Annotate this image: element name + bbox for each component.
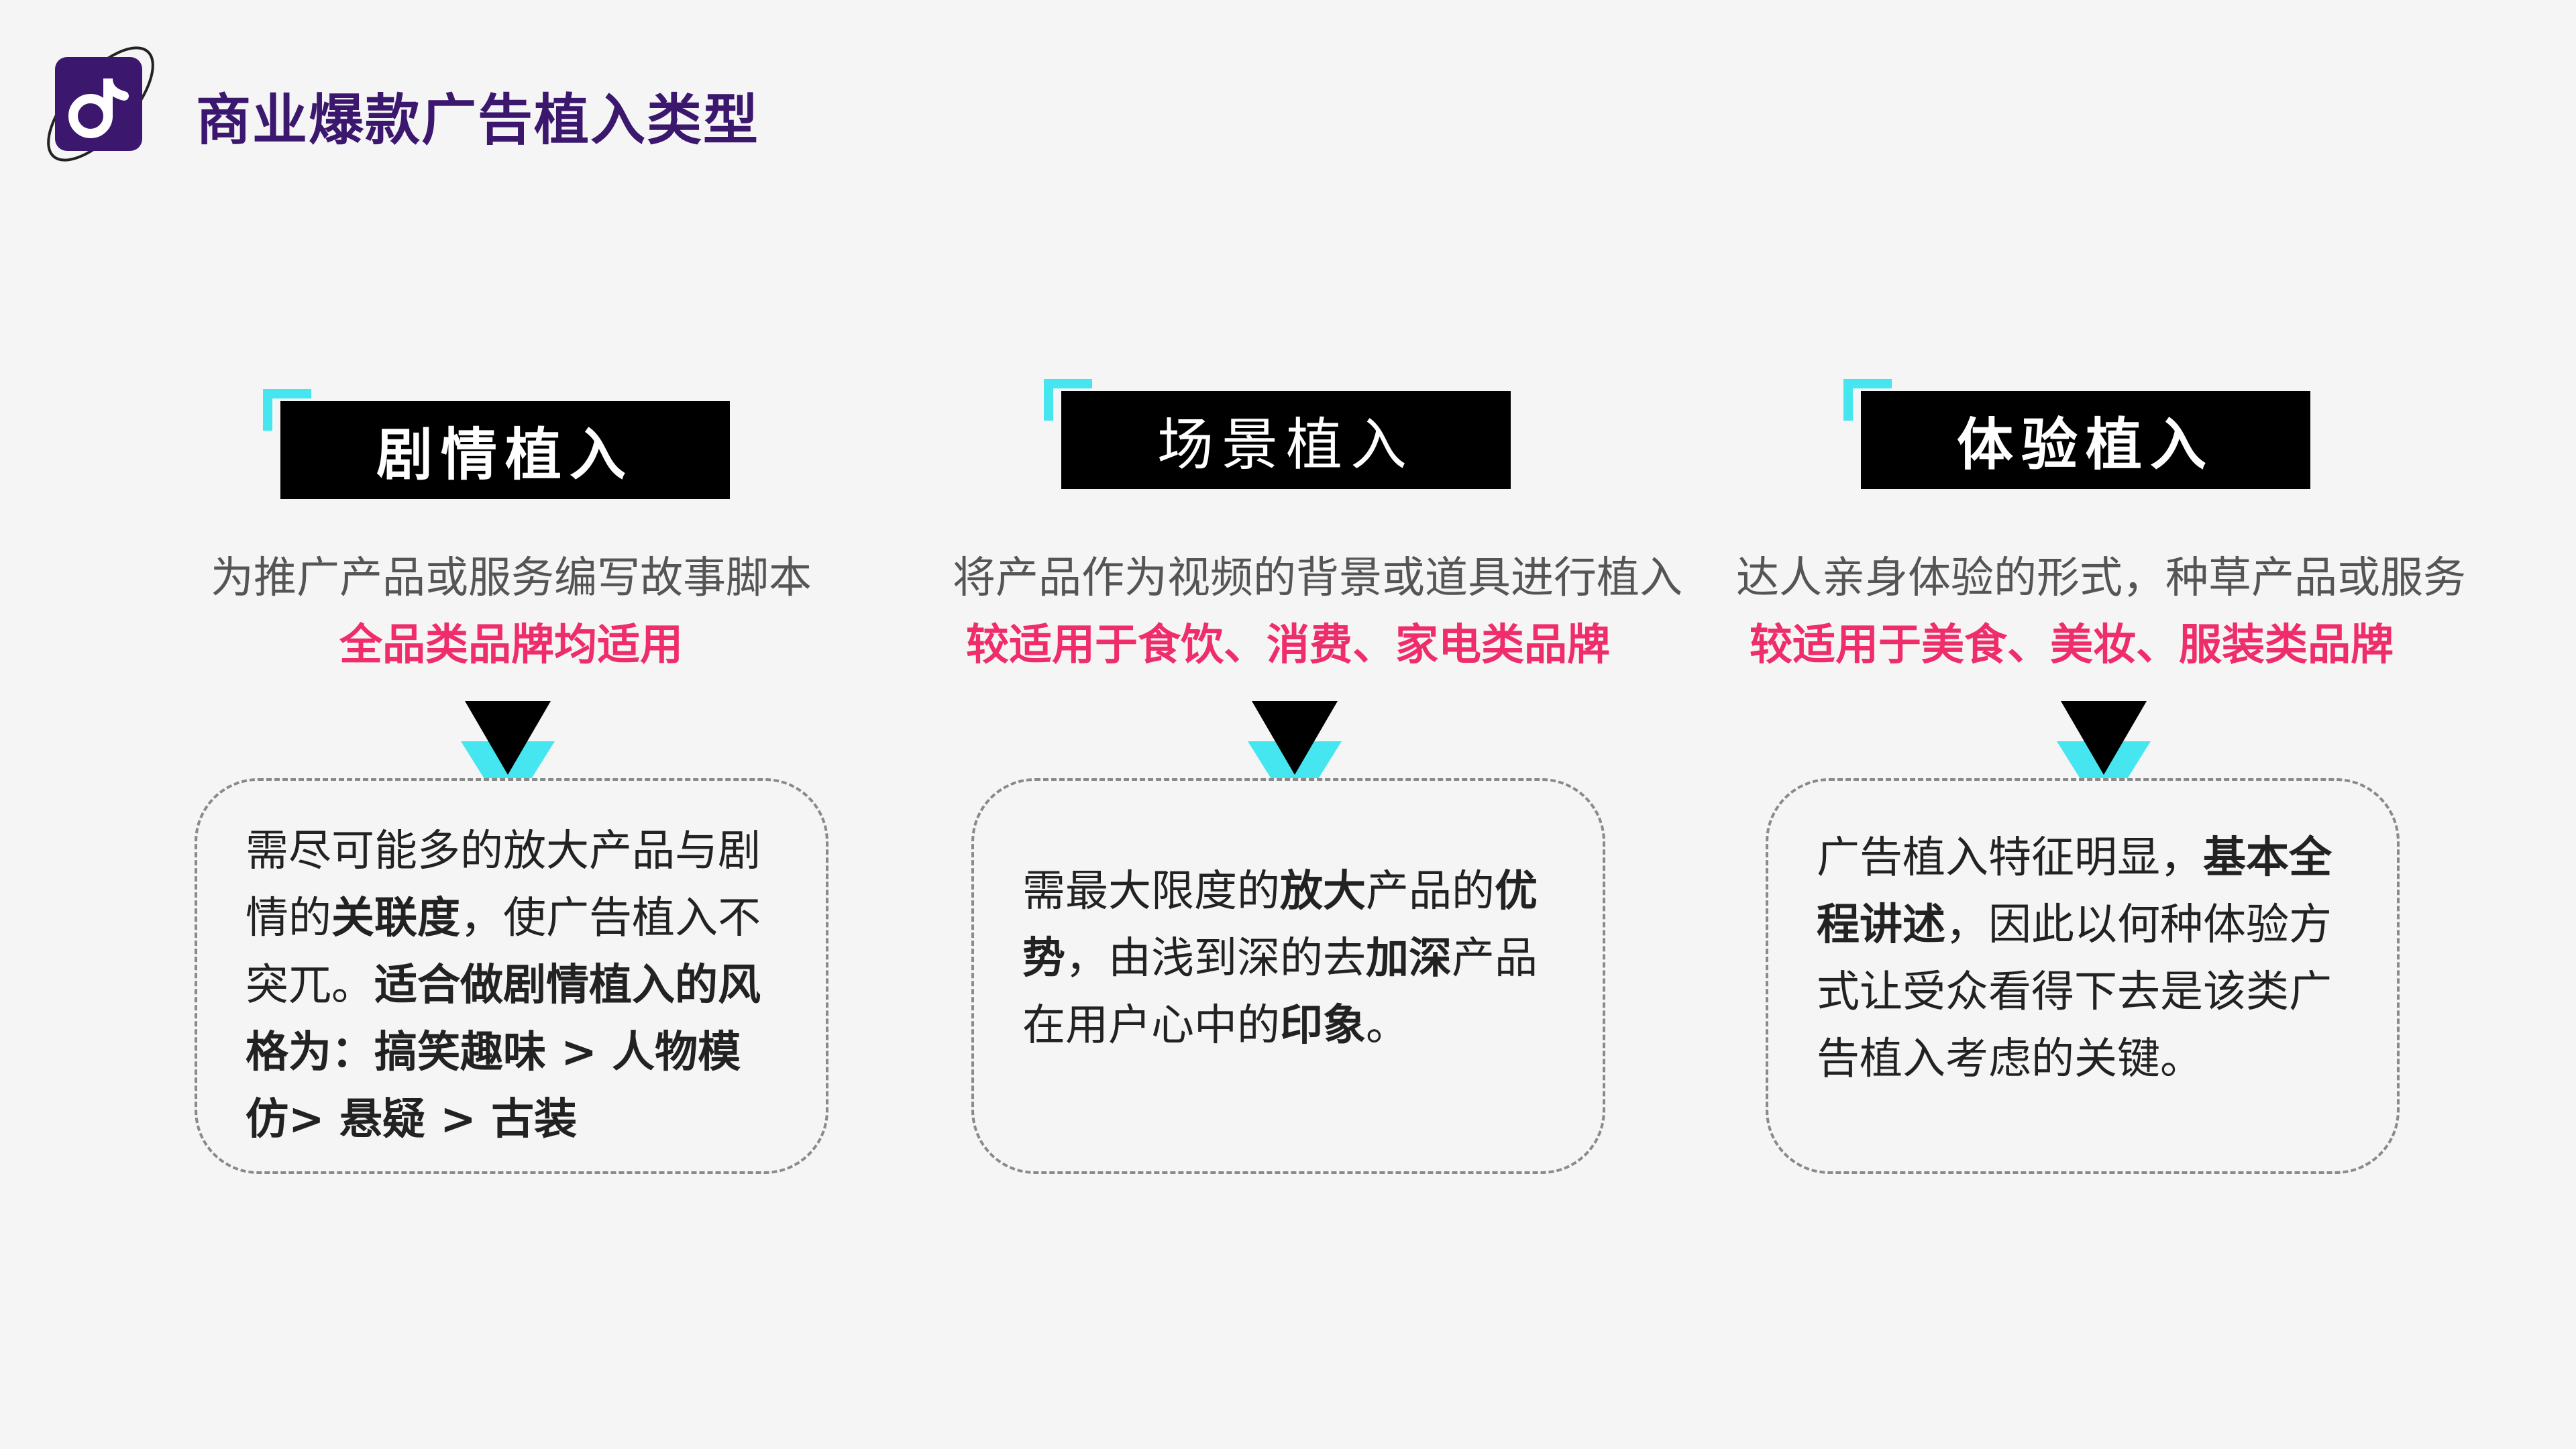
detail-line: 告植入考虑的关键。 (1817, 1026, 2332, 1093)
column-highlight: 较适用于食饮、消费、家电类品牌 (966, 621, 1610, 670)
detail-emphasis: 格为：搞笑趣味 > 人物模 (246, 1028, 741, 1077)
column-description: 达人亲身体验的形式，种草产品或服务 (1736, 553, 2466, 603)
detail-line: 势，由浅到深的去加深产品 (1022, 925, 1538, 992)
detail-segment: 需尽可能多的放大产品与剧 (246, 826, 761, 876)
detail-emphasis: 优 (1495, 867, 1538, 916)
column-scene-placement: 场景植入 将产品作为视频的背景或道具进行植入 较适用于食饮、消费、家电类品牌 需… (953, 0, 1682, 1449)
column-plot-placement: 剧情植入 为推广产品或服务编写故事脚本 全品类品牌均适用 需尽可能多的放大产品与… (176, 0, 847, 1449)
detail-emphasis: 关联度 (331, 894, 460, 943)
tag-scene-placement: 场景植入 (1044, 379, 1511, 490)
detail-segment: 告植入考虑的关键。 (1817, 1034, 2203, 1084)
column-description: 将产品作为视频的背景或道具进行植入 (953, 553, 1682, 603)
detail-emphasis: 印象 (1280, 1001, 1366, 1051)
detail-emphasis: 加深 (1366, 934, 1452, 983)
tag-plot-placement: 剧情植入 (263, 389, 730, 500)
detail-text: 需尽可能多的放大产品与剧情的关联度，使广告植入不突兀。适合做剧情植入的风格为：搞… (246, 818, 761, 1153)
tag-accent-corner (1843, 379, 1892, 421)
tag-experience-placement: 体验植入 (1843, 379, 2310, 490)
detail-emphasis: 仿> 悬疑 > 古装 (246, 1095, 578, 1144)
detail-line: 程讲述，因此以何种体验方 (1817, 892, 2332, 959)
tag-label: 剧情植入 (280, 401, 730, 499)
tag-label: 场景植入 (1061, 391, 1511, 489)
detail-emphasis: 势 (1022, 934, 1065, 983)
detail-line: 情的关联度，使广告植入不 (246, 885, 761, 952)
detail-line: 格为：搞笑趣味 > 人物模 (246, 1019, 761, 1086)
detail-emphasis: 基本全 (2203, 833, 2332, 883)
column-experience-placement: 体验植入 达人亲身体验的形式，种草产品或服务 较适用于美食、美妆、服装类品牌 广… (1736, 0, 2466, 1449)
detail-line: 需最大限度的放大产品的优 (1022, 858, 1538, 925)
detail-segment: 产品的 (1366, 867, 1495, 916)
douyin-logo-icon (27, 37, 171, 171)
detail-segment: 广告植入特征明显， (1817, 833, 2203, 883)
detail-segment: 情的 (246, 894, 331, 943)
detail-line: 需尽可能多的放大产品与剧 (246, 818, 761, 885)
tag-accent-corner (1044, 379, 1092, 421)
detail-segment: 需最大限度的 (1022, 867, 1280, 916)
detail-line: 在用户心中的印象。 (1022, 992, 1538, 1059)
detail-box: 需最大限度的放大产品的优势，由浅到深的去加深产品在用户心中的印象。 (971, 778, 1605, 1174)
detail-box: 广告植入特征明显，基本全程讲述，因此以何种体验方式让受众看得下去是该类广告植入考… (1766, 778, 2400, 1174)
column-description: 为推广产品或服务编写故事脚本 (211, 553, 812, 603)
detail-segment: 产品 (1452, 934, 1538, 983)
detail-segment: 突兀。 (246, 961, 374, 1010)
tag-accent-corner (263, 389, 311, 431)
detail-text: 广告植入特征明显，基本全程讲述，因此以何种体验方式让受众看得下去是该类广告植入考… (1817, 824, 2332, 1093)
detail-segment: 在用户心中的 (1022, 1001, 1280, 1051)
column-highlight: 较适用于美食、美妆、服装类品牌 (1750, 621, 2394, 670)
detail-line: 突兀。适合做剧情植入的风 (246, 952, 761, 1019)
detail-segment: 式让受众看得下去是该类广 (1817, 967, 2332, 1017)
detail-box: 需尽可能多的放大产品与剧情的关联度，使广告植入不突兀。适合做剧情植入的风格为：搞… (195, 778, 828, 1174)
detail-emphasis: 适合做剧情植入的风 (374, 961, 761, 1010)
column-highlight: 全品类品牌均适用 (339, 621, 683, 670)
detail-line: 式让受众看得下去是该类广 (1817, 959, 2332, 1026)
detail-segment: ，由浅到深的去 (1065, 934, 1366, 983)
detail-emphasis: 放大 (1280, 867, 1366, 916)
detail-segment: ，使广告植入不 (460, 894, 761, 943)
tag-label: 体验植入 (1861, 391, 2310, 489)
detail-segment: ，因此以何种体验方 (1945, 900, 2332, 950)
detail-line: 仿> 悬疑 > 古装 (246, 1086, 761, 1153)
detail-emphasis: 程讲述 (1817, 900, 1945, 950)
page-title: 商业爆款广告植入类型 (196, 89, 760, 152)
detail-segment: 。 (1366, 1001, 1409, 1051)
detail-text: 需最大限度的放大产品的优势，由浅到深的去加深产品在用户心中的印象。 (1022, 858, 1538, 1059)
detail-line: 广告植入特征明显，基本全 (1817, 824, 2332, 892)
